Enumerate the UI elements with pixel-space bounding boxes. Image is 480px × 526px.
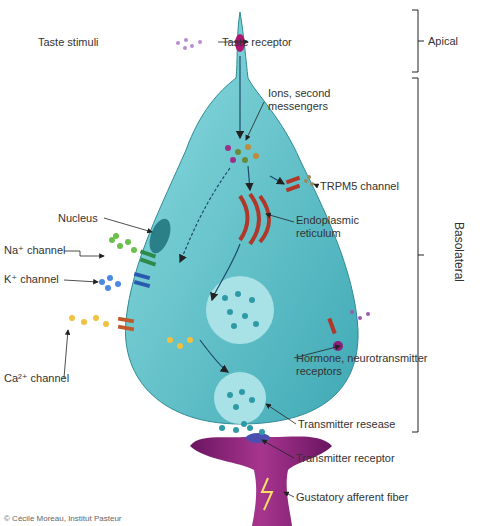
transmitter-receptor-shape bbox=[246, 433, 270, 443]
messenger-label: Ions, second messengers bbox=[268, 87, 368, 113]
channel-label: TRPM5 channel bbox=[320, 180, 420, 193]
ca-channel-shape bbox=[69, 315, 193, 349]
receptor-label: Taste receptor bbox=[222, 36, 312, 49]
vesicle-pool bbox=[206, 276, 274, 344]
stimulus-label: Taste stimuli bbox=[38, 36, 118, 49]
apical-bracket bbox=[412, 10, 418, 72]
released-transmitter bbox=[219, 389, 265, 435]
gustatory-fiber bbox=[190, 436, 332, 526]
region-label: Basolateral bbox=[452, 222, 465, 282]
second-messenger-dots bbox=[225, 144, 259, 163]
k-channel-shape bbox=[99, 272, 150, 291]
basolateral-bracket-tick bbox=[418, 255, 424, 256]
receptor-label: Hormone, neurotransmitter receptors bbox=[296, 352, 436, 378]
receptor-label: Transmitter receptor bbox=[296, 452, 416, 465]
channel-label: Na⁺ channel bbox=[4, 244, 84, 257]
signal-bolt bbox=[262, 478, 272, 510]
nucleus-shape bbox=[145, 216, 174, 256]
channel-label: Ca²⁺ channel bbox=[4, 372, 84, 385]
organelle-label: Endoplasmic reticulum bbox=[296, 214, 376, 240]
region-label: Apical bbox=[428, 35, 478, 48]
hormone-receptor-shape bbox=[327, 310, 370, 351]
na-channel-shape bbox=[109, 233, 156, 267]
channel-label: K⁺ channel bbox=[4, 273, 84, 286]
endoplasmic-reticulum-shape bbox=[240, 194, 269, 244]
process-label: Transmitter resease bbox=[298, 418, 418, 431]
fiber-label: Gustatory afferent fiber bbox=[296, 491, 446, 504]
organelle-label: Nucleus bbox=[58, 212, 118, 225]
vesicle-dots bbox=[222, 291, 259, 329]
taste-stimuli-dots bbox=[176, 38, 202, 50]
copyright-note: © Cécile Moreau, Institut Pasteur bbox=[4, 512, 224, 525]
apical-bracket-tick bbox=[418, 41, 424, 42]
trpm5-channel-shape bbox=[286, 175, 314, 192]
basolateral-bracket bbox=[412, 78, 418, 432]
release-vesicle bbox=[214, 372, 266, 424]
